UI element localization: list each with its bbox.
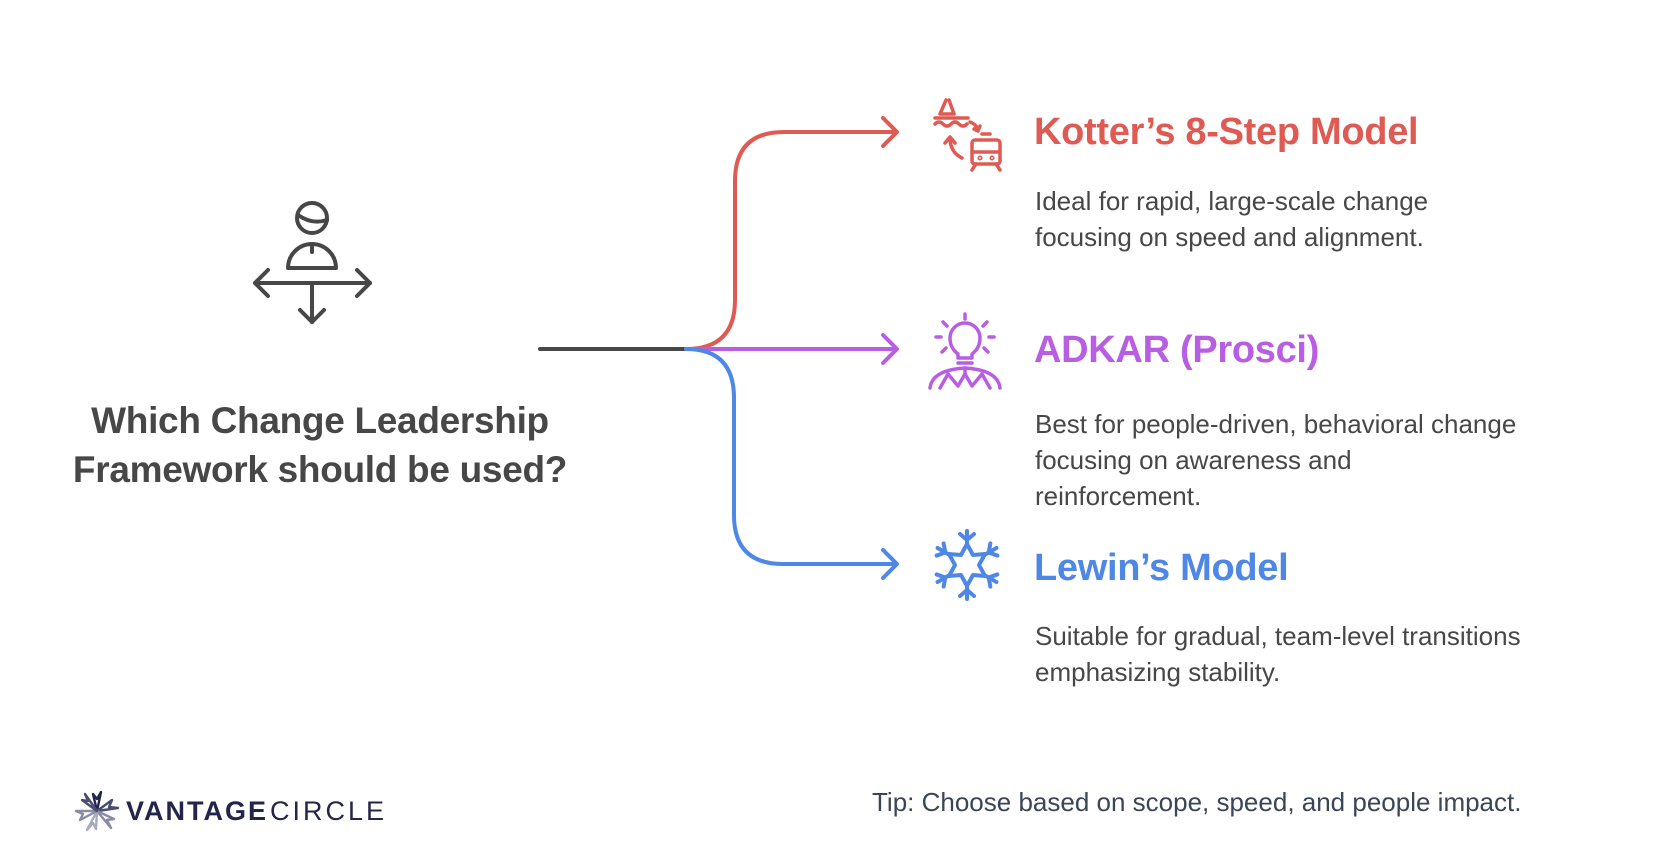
logo-word-vantage: VANTAGE <box>126 795 268 826</box>
arrowhead-adkar <box>881 333 899 365</box>
option-title-kotter: Kotter’s 8-Step Model <box>1034 111 1419 153</box>
description-line: reinforcement. <box>1035 481 1202 511</box>
description-line: Best for people-driven, behavioral chang… <box>1035 409 1517 439</box>
person-with-direction-arrows-icon <box>253 201 372 324</box>
description-line: focusing on awareness and <box>1035 445 1352 475</box>
arrowhead-lewin <box>881 548 899 580</box>
option-description-lewin: Suitable for gradual, team-level transit… <box>1035 618 1635 690</box>
central-question: Which Change Leadership Framework should… <box>40 396 600 494</box>
snowflake-icon <box>934 529 1000 601</box>
question-line-2: Framework should be used? <box>72 449 568 490</box>
description-line: Ideal for rapid, large-scale change <box>1035 186 1429 216</box>
option-description-adkar: Best for people-driven, behavioral chang… <box>1035 406 1635 514</box>
branch-line-kotter <box>684 130 898 351</box>
description-line: emphasizing stability. <box>1035 657 1281 687</box>
vantage-circle-logo: VANTAGE CIRCLE <box>74 790 387 832</box>
option-title-adkar: ADKAR (Prosci) <box>1034 329 1320 371</box>
option-title-lewin: Lewin’s Model <box>1034 547 1289 589</box>
description-line: focusing on speed and alignment. <box>1035 222 1424 252</box>
star-logo-icon <box>74 790 120 832</box>
arrowhead-kotter <box>881 116 899 148</box>
boat-to-train-transition-icon <box>933 98 1002 172</box>
tip-text: Tip: Choose based on scope, speed, and p… <box>872 787 1522 817</box>
lightbulb-head-person-icon <box>928 312 1002 390</box>
description-line: Suitable for gradual, team-level transit… <box>1035 621 1521 651</box>
logo-word-circle: CIRCLE <box>270 795 388 826</box>
branch-line-lewin <box>684 347 898 566</box>
question-line-1: Which Change Leadership <box>91 400 549 441</box>
option-description-kotter: Ideal for rapid, large-scale change focu… <box>1035 183 1635 255</box>
